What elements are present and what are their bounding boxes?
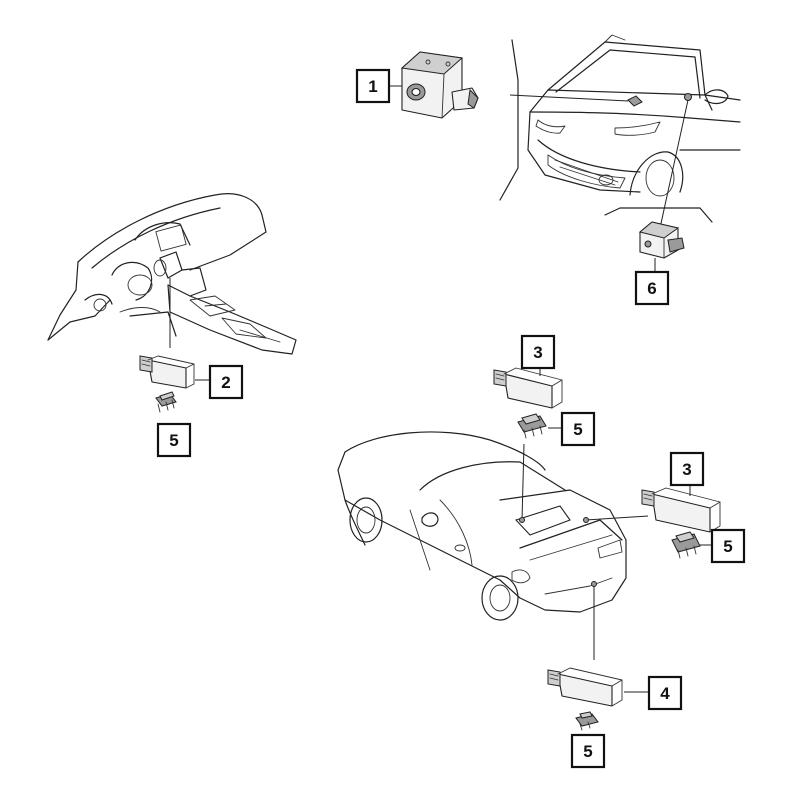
part-3-sensor-right [641,486,721,533]
dashboard-illustration [47,193,297,355]
part-2-sensor [139,355,209,389]
svg-text:4: 4 [660,684,670,703]
callout-5-right: 5 [710,528,746,564]
svg-text:2: 2 [221,373,230,392]
callout-5-bottom: 5 [570,733,606,769]
callout-2: 2 [208,364,244,400]
svg-text:3: 3 [682,460,691,479]
svg-text:1: 1 [368,77,377,96]
svg-text:5: 5 [573,420,582,439]
part-5-clip-right [671,531,712,559]
callout-5-upper: 5 [560,411,596,447]
part-6-module [638,221,685,272]
part-3-sensor-upper [493,367,563,409]
callout-3-upper: 3 [520,334,556,370]
part-5-clip-bottom [575,711,599,731]
part-5-clip-upper [517,413,562,439]
svg-text:3: 3 [533,343,542,362]
front-car-illustration [499,34,741,229]
part-1-sensor [390,51,479,119]
callout-3-right: 3 [669,451,705,487]
part-5-clip-dashboard [155,391,177,413]
callout-5-dashboard: 5 [156,422,192,458]
svg-text:6: 6 [647,279,656,298]
svg-text:5: 5 [723,537,732,556]
callout-6: 6 [634,270,670,306]
part-4-sensor [547,667,648,707]
callout-1: 1 [355,68,391,104]
callout-4: 4 [647,675,683,711]
svg-text:5: 5 [583,742,592,761]
rear-car-illustration [337,431,649,660]
svg-text:5: 5 [169,431,178,450]
